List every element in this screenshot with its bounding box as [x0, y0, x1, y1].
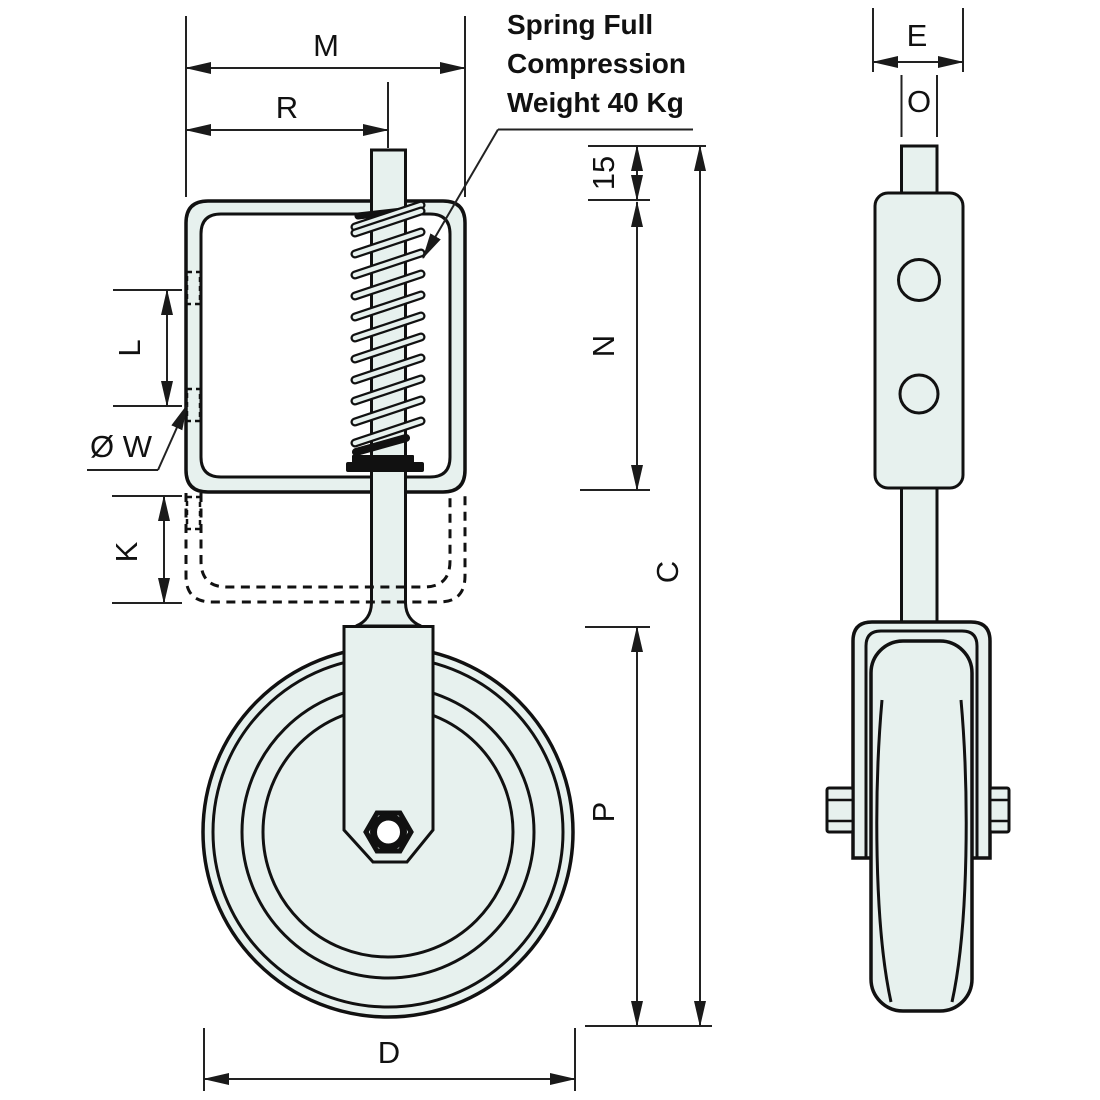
side-view [825, 144, 1011, 1013]
dim-label-c: C [650, 561, 685, 583]
fork-front [342, 625, 435, 864]
dim-label-m: M [313, 28, 339, 63]
side-mount-plate [873, 191, 965, 490]
compressed-outline-outer-dashed [184, 493, 467, 604]
dim-label-l: L [112, 339, 147, 356]
side-fork-inner [864, 629, 979, 858]
compressed-hole-dashed [185, 495, 202, 531]
dim-label-w: Ø W [90, 429, 153, 464]
side-stem-top [900, 144, 939, 200]
front-view [184, 148, 575, 1019]
dim-label-n: N [586, 335, 621, 357]
dim-label-d: D [378, 1035, 400, 1070]
axle-bolt-right [988, 786, 1011, 834]
spring [346, 205, 424, 472]
spring-note-leader [422, 128, 499, 259]
dimensions-side: E O [872, 8, 964, 137]
dim-label-k: K [109, 541, 144, 562]
compressed-outline-inner-dashed [199, 493, 452, 589]
dim-label-15: 15 [586, 156, 621, 190]
side-rod-lower [900, 486, 939, 630]
side-tire-profile-right [950, 699, 968, 1003]
spring-washer-upper [352, 455, 414, 463]
side-plate-hole-upper [897, 258, 941, 302]
dimensions-front: M R L Ø W K 15 N P C [87, 16, 712, 1091]
axle-nut-bore [370, 813, 407, 851]
dim-label-p: P [586, 802, 621, 823]
axle-nut [363, 810, 414, 854]
axle-bolt-left [825, 786, 855, 834]
spring-last-turn [352, 434, 410, 456]
side-tire-profile-left [875, 699, 893, 1003]
spring-note-line-3: Weight 40 Kg [507, 87, 684, 118]
spring-annotation: Spring Full Compression Weight 40 Kg [422, 9, 693, 259]
mount-hole-upper-dashed [185, 270, 202, 306]
dim-label-e: E [907, 18, 928, 53]
spring-washer-lower [346, 462, 424, 472]
dim-label-r: R [276, 90, 298, 125]
dim-label-o: O [907, 84, 931, 119]
side-plate-hole-lower [898, 373, 940, 415]
spring-note-line-2: Compression [507, 48, 686, 79]
spring-note-line-1: Spring Full [507, 9, 653, 40]
side-tire [869, 639, 974, 1013]
